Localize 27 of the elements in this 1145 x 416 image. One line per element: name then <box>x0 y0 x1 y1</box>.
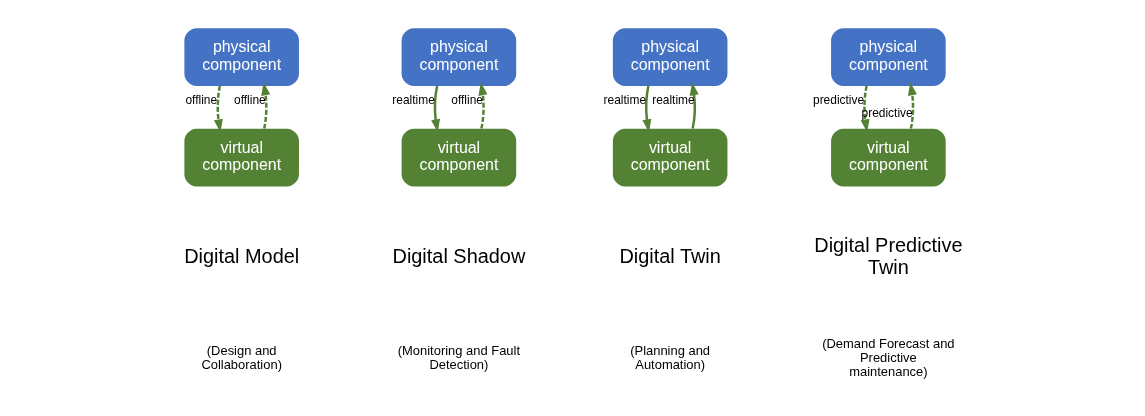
edge-label: realtime <box>651 93 695 108</box>
edge-label: offline <box>233 93 266 108</box>
label: Digital Model <box>183 245 299 268</box>
edge-label: offline <box>450 93 483 108</box>
edge-label: predictive <box>812 92 864 107</box>
node-box: virtual component <box>830 128 946 187</box>
node-box: virtual component <box>183 128 299 187</box>
arrow <box>260 82 270 129</box>
node-box: physical component <box>830 28 946 86</box>
label: Digital Predictive Twin <box>813 234 963 279</box>
edge-label: offline <box>185 92 217 107</box>
arrow <box>477 82 487 129</box>
node-box: physical component <box>612 28 727 86</box>
label: (Monitoring and Fault Detection) <box>397 343 520 373</box>
label: Digital Shadow <box>392 245 525 268</box>
label: (Demand Forecast and Predictive maintenance) <box>821 336 955 380</box>
node-box: physical component <box>401 28 516 86</box>
label: (Planning and Automation) <box>629 343 710 373</box>
node-box: virtual component <box>612 128 727 187</box>
edge-label: realtime <box>603 92 646 107</box>
node-box: physical component <box>183 28 299 86</box>
label: Digital Twin <box>618 245 721 268</box>
node-box: virtual component <box>401 128 516 187</box>
arrow <box>907 82 917 129</box>
edge-label: predictive <box>861 106 913 121</box>
arrow <box>689 82 699 129</box>
label: (Design and Collaboration) <box>200 343 282 373</box>
